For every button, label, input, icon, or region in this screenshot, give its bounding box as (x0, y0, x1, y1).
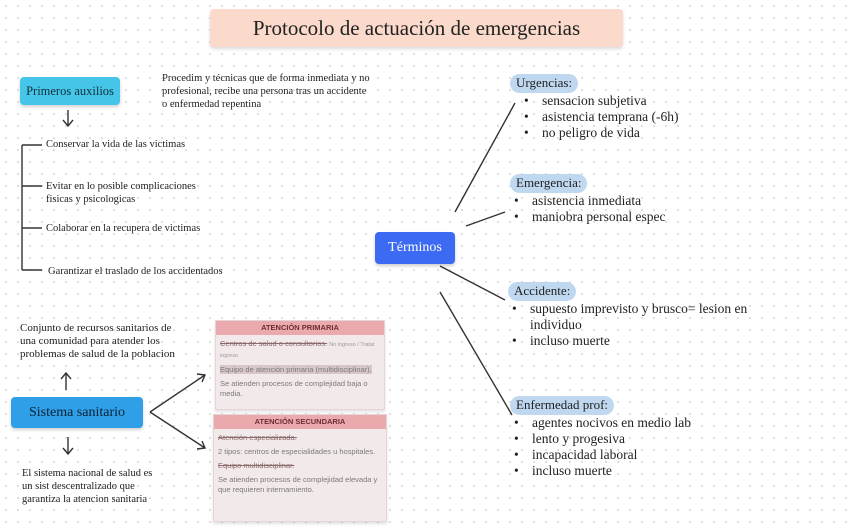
card-line: Centros de salud o consultorios. (220, 339, 328, 348)
card-handwritten-note: No ingreso / Tratar ingreso (220, 342, 375, 359)
term-group-emergencia: Emergencia: asistencia inmediata maniobr… (510, 174, 810, 225)
primeros-definition: Procedim y técnicas que de forma inmedia… (162, 72, 442, 111)
atencion-secundaria-card: ATENCIÓN SECUNDARIA Atención especializa… (213, 414, 387, 522)
primeros-definition-line: profesional, recibe una persona tras un … (162, 86, 367, 97)
primeros-definition-line: Procedim y técnicas que de forma inmedia… (162, 73, 370, 84)
primeros-auxilios-label: Primeros auxilios (26, 84, 114, 98)
objective-item: Garantizar el traslado de los accidentad… (48, 266, 223, 277)
term-item: maniobra personal espec (514, 209, 810, 225)
term-item: incluso muerte (512, 333, 760, 349)
term-item: agentes nocivos en medio lab (514, 415, 810, 431)
card-line: Se atienden procesos de complejidad baja… (220, 379, 368, 398)
term-group-heading: Accidente: (508, 282, 577, 301)
term-group-urgencias: Urgencias: sensacion subjetiva asistenci… (510, 74, 810, 141)
terminos-label: Términos (388, 240, 442, 255)
objective-item: Colaborar en la recupera de victimas (46, 223, 201, 234)
sistema-sanitario-label: Sistema sanitario (28, 404, 126, 420)
term-item: no peligro de vida (524, 125, 810, 141)
primeros-definition-line: o enfermedad repentina (162, 99, 262, 110)
card-header: ATENCIÓN SECUNDARIA (214, 415, 386, 429)
primeros-auxilios-node[interactable]: Primeros auxilios (20, 77, 120, 105)
sistema-definition-line: Conjunto de recursos sanitarios de (20, 322, 172, 334)
objective-item: Conservar la vida de las victimas (46, 139, 186, 150)
sistema-note-line: garantiza la atencion sanitaria (22, 494, 148, 505)
sistema-definition: Conjunto de recursos sanitarios de una c… (20, 322, 220, 361)
sistema-note-line: un sist descentralizado que (22, 481, 135, 492)
term-group-accidente: Accidente: supuesto imprevisto y brusco=… (508, 282, 808, 349)
page-title: Protocolo de actuación de emergencias (210, 9, 623, 47)
term-item: incluso muerte (514, 463, 810, 479)
card-line: Se atienden procesos de complejidad elev… (218, 475, 378, 494)
sistema-definition-line: una comunidad para atender los (20, 335, 160, 347)
sistema-sanitario-node[interactable]: Sistema sanitario (11, 397, 143, 428)
term-item: lento y progesiva (514, 431, 810, 447)
card-line: Equipo multidisciplinar. (218, 461, 295, 470)
objective-line: fisicas y psicologicas (46, 194, 136, 205)
card-line: Equipo de atención primaria (multidiscip… (220, 365, 372, 374)
card-line: 2 tipos: centros de especialidades u hos… (218, 447, 376, 456)
terminos-node[interactable]: Términos (375, 232, 455, 264)
term-item: incapacidad laboral (514, 447, 810, 463)
objective-item: Evitar en lo posible complicaciones fisi… (46, 180, 196, 206)
sistema-definition-line: problemas de salud de la poblacion (20, 348, 175, 360)
sistema-note: El sistema nacional de salud es un sist … (22, 467, 222, 506)
sistema-note-line: El sistema nacional de salud es (22, 468, 153, 479)
card-line: Atención especializada. (218, 433, 297, 442)
term-item: asistencia inmediata (514, 193, 810, 209)
term-item: asistencia temprana (-6h) (524, 109, 810, 125)
term-group-heading: Urgencias: (510, 74, 579, 93)
term-group-heading: Enfermedad prof: (510, 396, 615, 415)
term-item: sensacion subjetiva (524, 93, 810, 109)
card-header: ATENCIÓN PRIMARIA (216, 321, 384, 335)
term-group-enfermedad-prof: Enfermedad prof: agentes nocivos en medi… (510, 396, 810, 479)
term-group-heading: Emergencia: (510, 174, 588, 193)
atencion-primaria-card: ATENCIÓN PRIMARIA Centros de salud o con… (215, 320, 385, 410)
term-item: supuesto imprevisto y brusco= lesion en … (512, 301, 760, 333)
objective-line: Evitar en lo posible complicaciones (46, 181, 196, 192)
